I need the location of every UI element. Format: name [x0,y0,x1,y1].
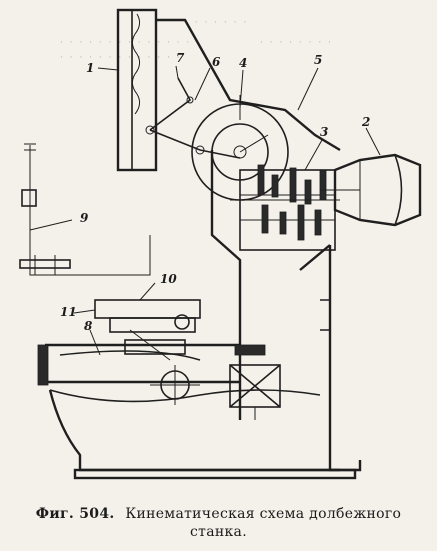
caption-title: Кинематическая схема долбежного [125,506,402,522]
lower-drive [150,344,281,420]
caption-line-1: Фиг. 504. Кинематическая схема долбежног… [0,505,437,523]
callout-labels: 1 2 3 4 5 6 7 8 9 10 11 [29,51,381,356]
callout-11: 11 [60,305,77,319]
figure-number: Фиг. 504. [35,506,115,522]
svg-text:· · · · · · · · · · · · ·: · · · · · · · · · · · · · · [60,38,191,48]
svg-text:· · · · · · · · · · · · ·: · · · · · · · · · · · · · [60,53,182,63]
callout-5: 5 [314,53,322,67]
gearbox [230,164,340,251]
caption-line-2: станка. [190,524,247,540]
kinematic-scheme-drawing: · · · · · · · · · · · · · · · · · · · · … [19,8,422,480]
ram [116,8,158,172]
callout-3: 3 [320,125,328,139]
bleed-through-text: · · · · · · · · · · · · · · · · · · · · … [60,18,333,63]
work-table [37,299,240,386]
callout-4: 4 [239,56,247,70]
callout-10: 10 [160,272,177,286]
svg-text:· · · · · · · ·: · · · · · · · · [260,38,333,48]
callout-8: 8 [84,319,93,333]
callout-1: 1 [86,61,94,75]
callout-6: 6 [212,55,221,69]
callout-9: 9 [80,211,89,225]
callout-2: 2 [361,115,370,129]
svg-text:· · · · · · ·: · · · · · · · [185,18,248,28]
electric-motor [320,153,422,227]
callout-7: 7 [176,51,185,65]
lever-assembly [145,65,241,159]
figure-caption: Фиг. 504. Кинематическая схема долбежног… [0,505,437,541]
machine-frame [48,18,362,480]
feed-rod [19,143,151,276]
